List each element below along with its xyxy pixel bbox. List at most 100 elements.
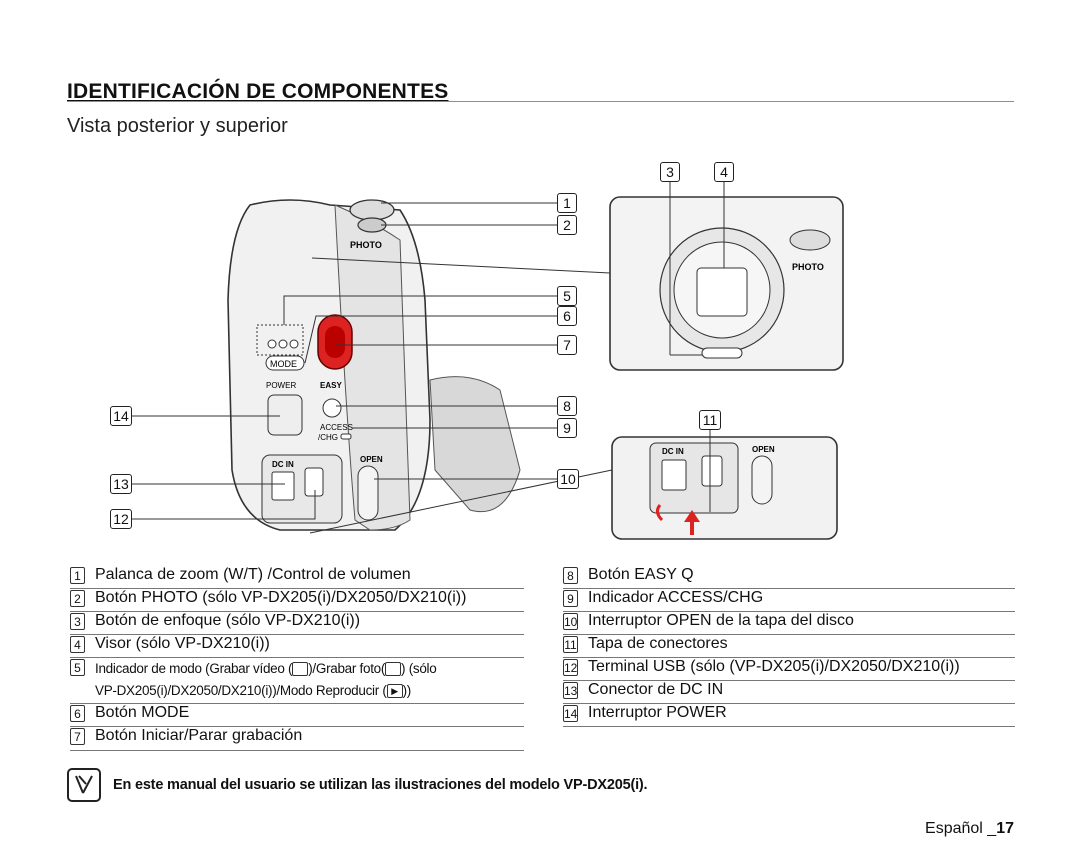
power-switch [267,394,303,436]
access-label: ACCESS [320,423,353,432]
list-item: 13 Conector de DC IN [563,681,1015,704]
item-text: Interruptor OPEN de la tapa del disco [588,612,854,629]
item-number: 11 [563,636,578,653]
list-item: 12 Terminal USB (sólo (VP-DX205(i)/DX205… [563,658,1015,681]
inset-dc-port [661,459,687,491]
callout-14: 14 [110,406,132,426]
item-number: 8 [563,567,578,584]
note-icon [67,768,101,802]
callout-4: 4 [714,162,734,182]
item-number: 13 [563,682,578,699]
mode-label: MODE [270,359,297,369]
item-number: 4 [70,636,85,653]
record-button-inner [325,326,345,358]
item-number: 10 [563,613,578,630]
mode-button [265,355,305,371]
chg-label: /CHG [318,433,338,442]
item-number: 6 [70,705,85,722]
callout-5: 5 [557,286,577,306]
callout-8: 8 [557,396,577,416]
dc-in-port [271,471,295,501]
item-number: 7 [70,728,85,745]
page-title: IDENTIFICACIÓN DE COMPONENTES [67,80,449,103]
photo-mode-icon [385,662,402,677]
mode-led-photo [278,339,288,349]
item-number: 9 [563,590,578,607]
inset-open-switch [751,455,773,505]
callout-10: 10 [557,469,579,489]
easy-label: EASY [320,381,342,390]
callout-11: 11 [699,410,721,430]
callout-13: 13 [110,474,132,494]
inset-open-label: OPEN [752,445,775,454]
play-mode-icon: ▶ [386,684,403,699]
item-text: Indicador de modo (Grabar vídeo ()/Graba… [95,661,437,699]
item-text: Visor (sólo VP-DX210(i)) [95,635,270,652]
list-item: 11 Tapa de conectores [563,635,1015,658]
viewfinder-window [696,267,748,317]
item-text: Botón PHOTO (sólo VP-DX205(i)/DX2050/DX2… [95,589,467,606]
usb-port [304,467,324,497]
item-text: Botón MODE [95,704,190,721]
item-text: Conector de DC IN [588,681,724,698]
callout-12: 12 [110,509,132,529]
callout-7: 7 [557,335,577,355]
list-item: 9 Indicador ACCESS/CHG [563,589,1015,612]
item-number: 1 [70,567,85,584]
item-text: Botón EASY Q [588,566,694,583]
callout-3: 3 [660,162,680,182]
list-item: 2 Botón PHOTO (sólo VP-DX205(i)/DX2050/D… [70,589,524,612]
photo-label: PHOTO [350,240,382,250]
list-item: 4 Visor (sólo VP-DX210(i)) [70,635,524,658]
video-mode-icon [292,662,309,677]
item-text: Interruptor POWER [588,704,727,721]
legend-right: 8 Botón EASY Q 9 Indicador ACCESS/CHG 10… [563,566,1015,731]
mode-indicator-box [256,324,304,356]
item-number: 5 [70,659,85,676]
camcorder-illustration: PHOTO MODE POWER EASY ACCESS /CHG DC IN … [115,182,844,540]
callout-1: 1 [557,193,577,213]
access-led [340,433,352,440]
item-number: 12 [563,659,578,676]
inset-zoom-lever [789,229,831,251]
item-number: 3 [70,613,85,630]
item-text: Terminal USB (sólo (VP-DX205(i)/DX2050/D… [588,658,960,675]
open-arrow-icon [684,510,700,535]
inset-usb-port [701,455,723,487]
list-item: 10 Interruptor OPEN de la tapa del disco [563,612,1015,635]
item-text: Indicador ACCESS/CHG [588,589,764,606]
lift-arrow-icon [655,504,664,522]
note: En este manual del usuario se utilizan l… [67,768,648,802]
title-divider [67,101,1014,102]
item-text: Botón Iniciar/Parar grabación [95,727,303,744]
open-label: OPEN [360,455,383,464]
inset-dcin-label: DC IN [662,447,684,456]
item-number: 2 [70,590,85,607]
page-footer: Español _17 [925,820,1014,838]
list-item: 6 Botón MODE [70,704,524,727]
list-item: 1 Palanca de zoom (W/T) /Control de volu… [70,566,524,589]
inset-photo-label: PHOTO [792,262,824,272]
inset-leader-top [311,257,611,274]
dcin-label: DC IN [272,460,294,469]
list-item: 14 Interruptor POWER [563,704,1015,727]
grip-strap [429,376,521,512]
callout-9: 9 [557,418,577,438]
list-item: 8 Botón EASY Q [563,566,1015,589]
callout-2: 2 [557,215,577,235]
easy-q-button [322,398,342,418]
open-switch [357,465,379,521]
mode-led-video [267,339,277,349]
page-number: 17 [996,820,1014,837]
footer-language: Español _ [925,820,997,837]
list-item: 3 Botón de enfoque (sólo VP-DX210(i)) [70,612,524,635]
list-item: 5 Indicador de modo (Grabar vídeo ()/Gra… [70,658,524,704]
item-text: Tapa de conectores [588,635,728,652]
item-number: 14 [563,705,578,722]
list-item: 7 Botón Iniciar/Parar grabación [70,727,524,751]
callout-6: 6 [557,306,577,326]
legend-left: 1 Palanca de zoom (W/T) /Control de volu… [70,566,524,756]
section-subtitle: Vista posterior y superior [67,115,288,137]
item-text: Palanca de zoom (W/T) /Control de volume… [95,566,411,583]
note-text: En este manual del usuario se utilizan l… [113,777,648,793]
